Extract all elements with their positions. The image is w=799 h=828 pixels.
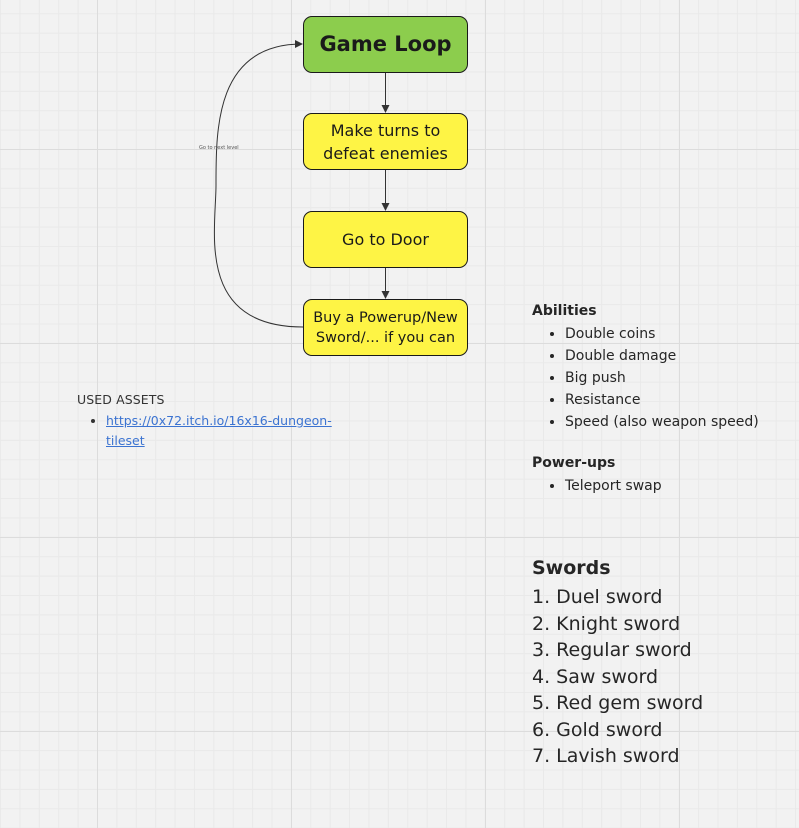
node-make-turns[interactable]: Make turns to defeat enemies [303,113,468,170]
powerup-item: Teleport swap [565,475,662,497]
used-assets-note: USED ASSETS https://0x72.itch.io/16x16-d… [77,392,357,451]
sword-item: 5. Red gem sword [532,692,704,714]
swords-list: 1. Duel sword 2. Knight sword 3. Regular… [532,584,703,770]
swords-heading: Swords [532,557,611,579]
ability-item: Speed (also weapon speed) [565,411,759,433]
powerups-heading: Power-ups [532,455,616,471]
sword-item: 2. Knight sword [532,612,681,635]
abilities-list: Double coins Double damage Big push Resi… [532,323,759,433]
ability-item: Resistance [565,389,759,411]
edge-buy-powerup-to-game-loop [213,40,304,328]
asset-link-line-1: https://0x72.itch.io/16x16-dungeon- [106,413,332,428]
ability-item: Double coins [565,323,759,345]
asset-link[interactable]: https://0x72.itch.io/16x16-dungeon-tiles… [106,413,332,448]
ability-item: Double damage [565,345,759,367]
powerups-section: Power-ups Teleport swap [532,453,662,497]
node-go-to-door[interactable]: Go to Door [303,211,468,268]
sword-item: 6. Gold sword [532,718,663,741]
sword-item: 1. Duel sword [532,586,663,608]
asset-link-line-2: tileset [106,433,145,448]
sword-item: 3. Regular sword [532,639,692,661]
sword-item: 4. Saw sword [532,665,659,688]
used-assets-heading: USED ASSETS [77,392,165,407]
used-assets-item: https://0x72.itch.io/16x16-dungeon-tiles… [106,411,357,451]
sword-item: 7. Lavish sword [532,745,680,767]
edge-label-next-level: Go to next level [199,145,239,151]
abilities-section: Abilities Double coins Double damage Big… [532,301,759,433]
node-buy-powerup[interactable]: Buy a Powerup/New Sword/... if you can [303,299,468,356]
ability-item: Big push [565,367,759,389]
swords-section: Swords 1. Duel sword 2. Knight sword 3. … [532,556,703,770]
node-game-loop[interactable]: Game Loop [303,16,468,73]
powerups-list: Teleport swap [532,475,662,497]
used-assets-list: https://0x72.itch.io/16x16-dungeon-tiles… [77,411,357,451]
abilities-heading: Abilities [532,303,597,319]
